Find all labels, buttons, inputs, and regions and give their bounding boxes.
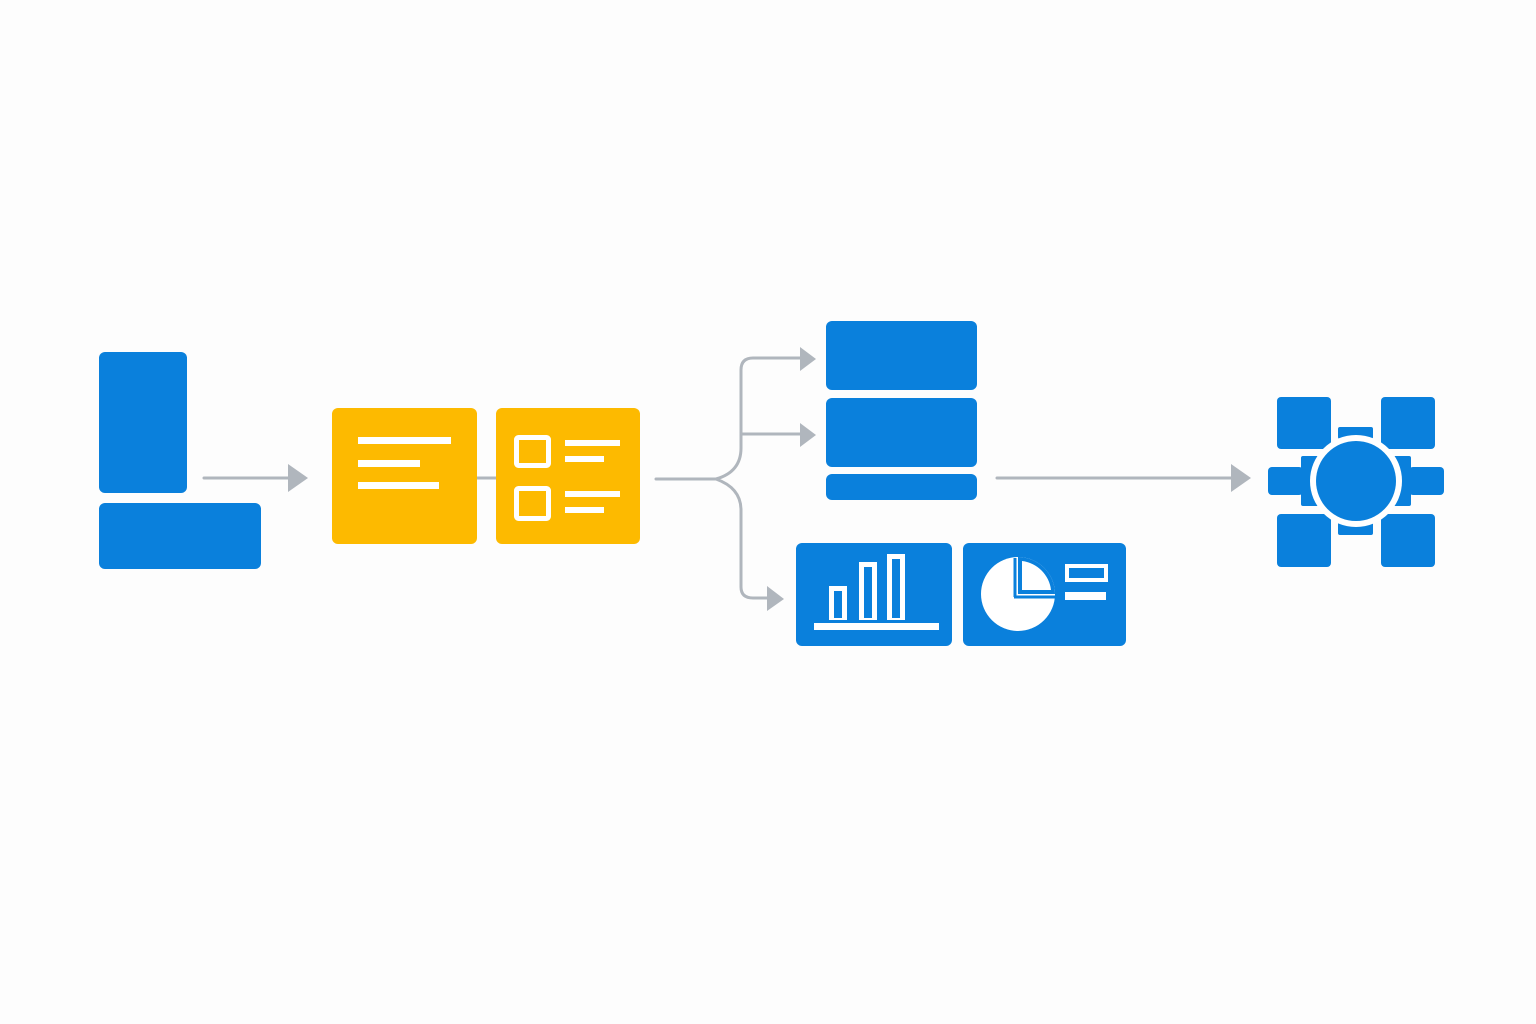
- connectors: [202, 347, 1251, 611]
- storage-block-icon: [826, 321, 977, 390]
- storage-block-icon: [826, 398, 977, 467]
- hub-network-icon: [1268, 397, 1444, 567]
- bar-chart-card: [796, 543, 952, 646]
- pie-chart-icon: [981, 557, 1108, 631]
- source-blocks-icon: [99, 352, 261, 569]
- storage-stack: [826, 321, 977, 500]
- text-lines-icon: [358, 437, 451, 489]
- text-lines-card: [332, 408, 477, 544]
- bar-chart-icon: [814, 554, 939, 630]
- checklist-icon: [514, 435, 620, 521]
- connector-source-to-processing: [202, 464, 308, 492]
- checklist-card: [496, 408, 640, 544]
- storage-bar-icon: [826, 474, 977, 500]
- connector-branch: [654, 347, 816, 611]
- connector-storage-to-hub: [995, 464, 1251, 492]
- pie-chart-card: [963, 543, 1126, 646]
